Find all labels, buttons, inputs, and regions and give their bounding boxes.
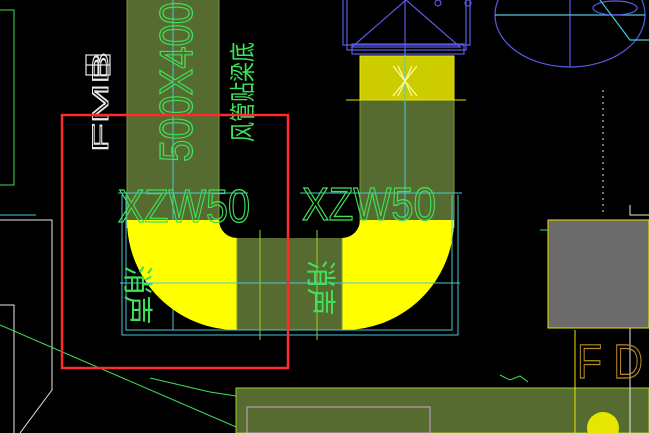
corner-mark-label: F D	[577, 336, 643, 389]
silencer-label-left: 消声	[119, 265, 154, 325]
left-mark-label: XZW50	[118, 180, 250, 232]
right-mark-label: XZW50	[302, 178, 436, 230]
grid-glyph	[85, 54, 111, 76]
duct-note-label: 风管贴梁底	[229, 42, 259, 142]
silencer-label-right: 消声	[302, 260, 337, 316]
u-duct-bottom	[118, 192, 462, 340]
tank-top-right	[494, 0, 649, 68]
misc-marks	[149, 229, 548, 397]
left-edge-lines	[0, 9, 251, 433]
partial-code-label: FMB	[88, 52, 113, 152]
duct-size-label: 500X400	[150, 2, 202, 162]
equipment-bottom	[235, 387, 649, 433]
equipment-top-blue	[342, 0, 472, 55]
equipment-right-gray	[547, 90, 649, 433]
selection-box[interactable]	[60, 113, 290, 370]
